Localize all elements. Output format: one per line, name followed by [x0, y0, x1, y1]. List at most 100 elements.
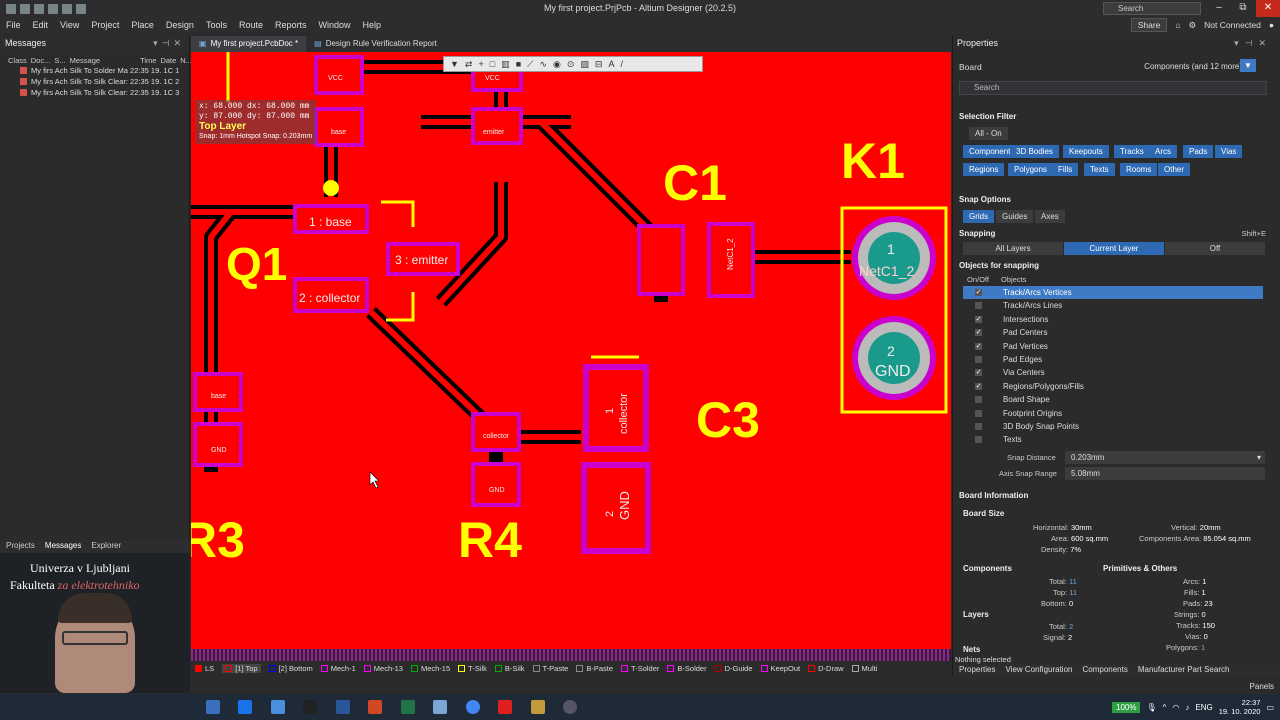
- wave-icon[interactable]: ∿: [539, 58, 547, 69]
- menu-route[interactable]: Route: [238, 20, 263, 30]
- battery-indicator[interactable]: 100%: [1112, 701, 1141, 713]
- acrobat-icon[interactable]: [498, 700, 512, 714]
- selection-filter-header[interactable]: Selection Filter: [959, 112, 1017, 121]
- snap-object-row[interactable]: ✓Intersections: [963, 313, 1263, 326]
- tab-properties[interactable]: Properties: [959, 665, 996, 674]
- snap-grids-button[interactable]: Grids: [963, 210, 995, 223]
- layer-tab[interactable]: Mech-13: [363, 664, 403, 673]
- layer-tab[interactable]: T-Paste: [532, 664, 568, 673]
- fill-icon[interactable]: ■: [515, 59, 522, 69]
- snap-object-checkbox[interactable]: ✓: [975, 382, 982, 390]
- snap-object-row[interactable]: ✓Via Centers: [963, 366, 1263, 379]
- polygon-icon[interactable]: ▨: [580, 58, 589, 69]
- snap-distance-select[interactable]: 0.203mm▾: [1065, 451, 1265, 464]
- terminal-icon[interactable]: [303, 700, 317, 714]
- total-components[interactable]: 11: [1069, 577, 1077, 586]
- layer-tab[interactable]: D-Guide: [714, 664, 753, 673]
- snap-object-row[interactable]: Texts: [963, 433, 1263, 446]
- menu-reports[interactable]: Reports: [274, 20, 307, 30]
- snap-object-checkbox[interactable]: ✓: [975, 329, 982, 337]
- tab-projects[interactable]: Projects: [6, 541, 35, 550]
- tab-drc-report[interactable]: ▤Design Rule Verification Report: [306, 36, 445, 52]
- menu-project[interactable]: Project: [91, 20, 120, 30]
- filter-chip[interactable]: Fills: [1052, 163, 1079, 176]
- pad-icon[interactable]: ◉: [552, 58, 561, 69]
- snap-object-checkbox[interactable]: ✓: [975, 289, 982, 296]
- snap-off-button[interactable]: Off: [1165, 242, 1265, 255]
- place-icon[interactable]: +: [478, 59, 484, 69]
- board-information-header[interactable]: Board Information: [959, 491, 1029, 500]
- menu-view[interactable]: View: [60, 20, 80, 30]
- layer-tab[interactable]: B-Paste: [576, 664, 613, 673]
- top-components[interactable]: 11: [1069, 588, 1078, 597]
- all-on-button[interactable]: All - On: [969, 127, 1008, 140]
- filter-chip[interactable]: Rooms: [1120, 163, 1158, 176]
- properties-filter-label[interactable]: Components (and 12 more): [1144, 62, 1242, 71]
- layer-tab[interactable]: Mech-15: [410, 664, 450, 673]
- polygons-value[interactable]: 1: [1201, 643, 1206, 652]
- snap-object-checkbox[interactable]: [975, 423, 982, 430]
- layer-tab[interactable]: B-Solder: [667, 664, 707, 673]
- tab-pcbdoc[interactable]: ▣My first project.PcbDoc *: [191, 36, 307, 52]
- chart-icon[interactable]: ▥: [501, 58, 510, 69]
- tab-components[interactable]: Components: [1082, 665, 1128, 674]
- snap-object-row[interactable]: Board Shape: [963, 393, 1263, 406]
- snap-object-checkbox[interactable]: ✓: [975, 315, 982, 323]
- mic-icon[interactable]: 🎙: [1146, 702, 1157, 712]
- properties-search-input[interactable]: Search: [959, 81, 1267, 95]
- restore-button[interactable]: ⧉: [1239, 2, 1247, 13]
- filter-chip[interactable]: Arcs: [1149, 145, 1177, 158]
- pcb-canvas[interactable]: Q1 C1 K1 C3 R3 R4 1 : base 3 : emitter 2…: [191, 52, 951, 649]
- redo-icon[interactable]: [76, 3, 86, 14]
- tab-view-configuration[interactable]: View Configuration: [1005, 665, 1073, 674]
- snap-object-checkbox[interactable]: [975, 409, 982, 417]
- layer-tab[interactable]: T-Solder: [621, 664, 659, 673]
- dimension-icon[interactable]: ⊟: [594, 58, 603, 69]
- home-icon[interactable]: ⌂: [1175, 20, 1181, 30]
- menu-help[interactable]: Help: [362, 20, 382, 30]
- filter-chip[interactable]: Polygons: [1008, 163, 1053, 176]
- menu-edit[interactable]: Edit: [32, 20, 49, 30]
- excel-icon[interactable]: [401, 700, 415, 714]
- layer-tab[interactable]: LS: [195, 664, 214, 673]
- menu-window[interactable]: Window: [318, 20, 351, 30]
- col-source[interactable]: S...: [54, 56, 66, 65]
- layer-tab[interactable]: [2] Bottom: [268, 664, 313, 673]
- open-icon[interactable]: [48, 3, 58, 14]
- snap-object-row[interactable]: ✓Pad Vertices: [963, 340, 1263, 353]
- layer-tab[interactable]: Multi: [851, 664, 877, 673]
- filter-chip[interactable]: Texts: [1084, 163, 1115, 176]
- network-icon[interactable]: [206, 700, 220, 714]
- filter-chip[interactable]: Other: [1158, 163, 1191, 176]
- col-time[interactable]: Time: [140, 56, 157, 65]
- col-class[interactable]: Class: [8, 56, 27, 65]
- filter-chip[interactable]: Regions: [963, 163, 1005, 176]
- snap-axes-button[interactable]: Axes: [1035, 210, 1065, 223]
- volume-icon[interactable]: ♪: [1185, 702, 1190, 712]
- tab-explorer[interactable]: Explorer: [91, 541, 122, 550]
- altium-icon[interactable]: [531, 700, 545, 714]
- snap-object-checkbox[interactable]: [975, 356, 982, 363]
- wifi-icon[interactable]: ◠: [1172, 702, 1180, 712]
- snap-object-checkbox[interactable]: ✓: [975, 342, 982, 350]
- properties-panel-controls[interactable]: ▾⊣✕: [1234, 38, 1272, 48]
- settings-app-icon[interactable]: [563, 700, 577, 714]
- route-icon[interactable]: ⇄: [464, 58, 473, 69]
- via-icon[interactable]: ⊙: [566, 58, 575, 69]
- menu-design[interactable]: Design: [165, 20, 194, 30]
- save-icon[interactable]: [20, 3, 30, 14]
- menu-tools[interactable]: Tools: [205, 20, 227, 30]
- explorer-icon[interactable]: [433, 700, 447, 714]
- gear-icon[interactable]: ⚙: [1188, 19, 1197, 30]
- global-search-input[interactable]: Search: [1103, 2, 1201, 15]
- connection-status[interactable]: Not Connected: [1204, 20, 1261, 30]
- snap-object-row[interactable]: 3D Body Snap Points: [963, 420, 1263, 433]
- snap-object-checkbox[interactable]: [975, 396, 982, 404]
- chevron-up-icon[interactable]: ^: [1162, 702, 1167, 712]
- outlook-icon[interactable]: [238, 700, 252, 714]
- snap-options-header[interactable]: Snap Options: [959, 195, 1011, 204]
- col-message[interactable]: Message: [69, 56, 101, 65]
- message-row[interactable]: My firs Ach Silk To Solder Ma 22:35 19. …: [0, 65, 189, 76]
- close-button[interactable]: ✕: [1256, 0, 1280, 17]
- snap-object-row[interactable]: Track/Arcs Lines: [963, 299, 1263, 312]
